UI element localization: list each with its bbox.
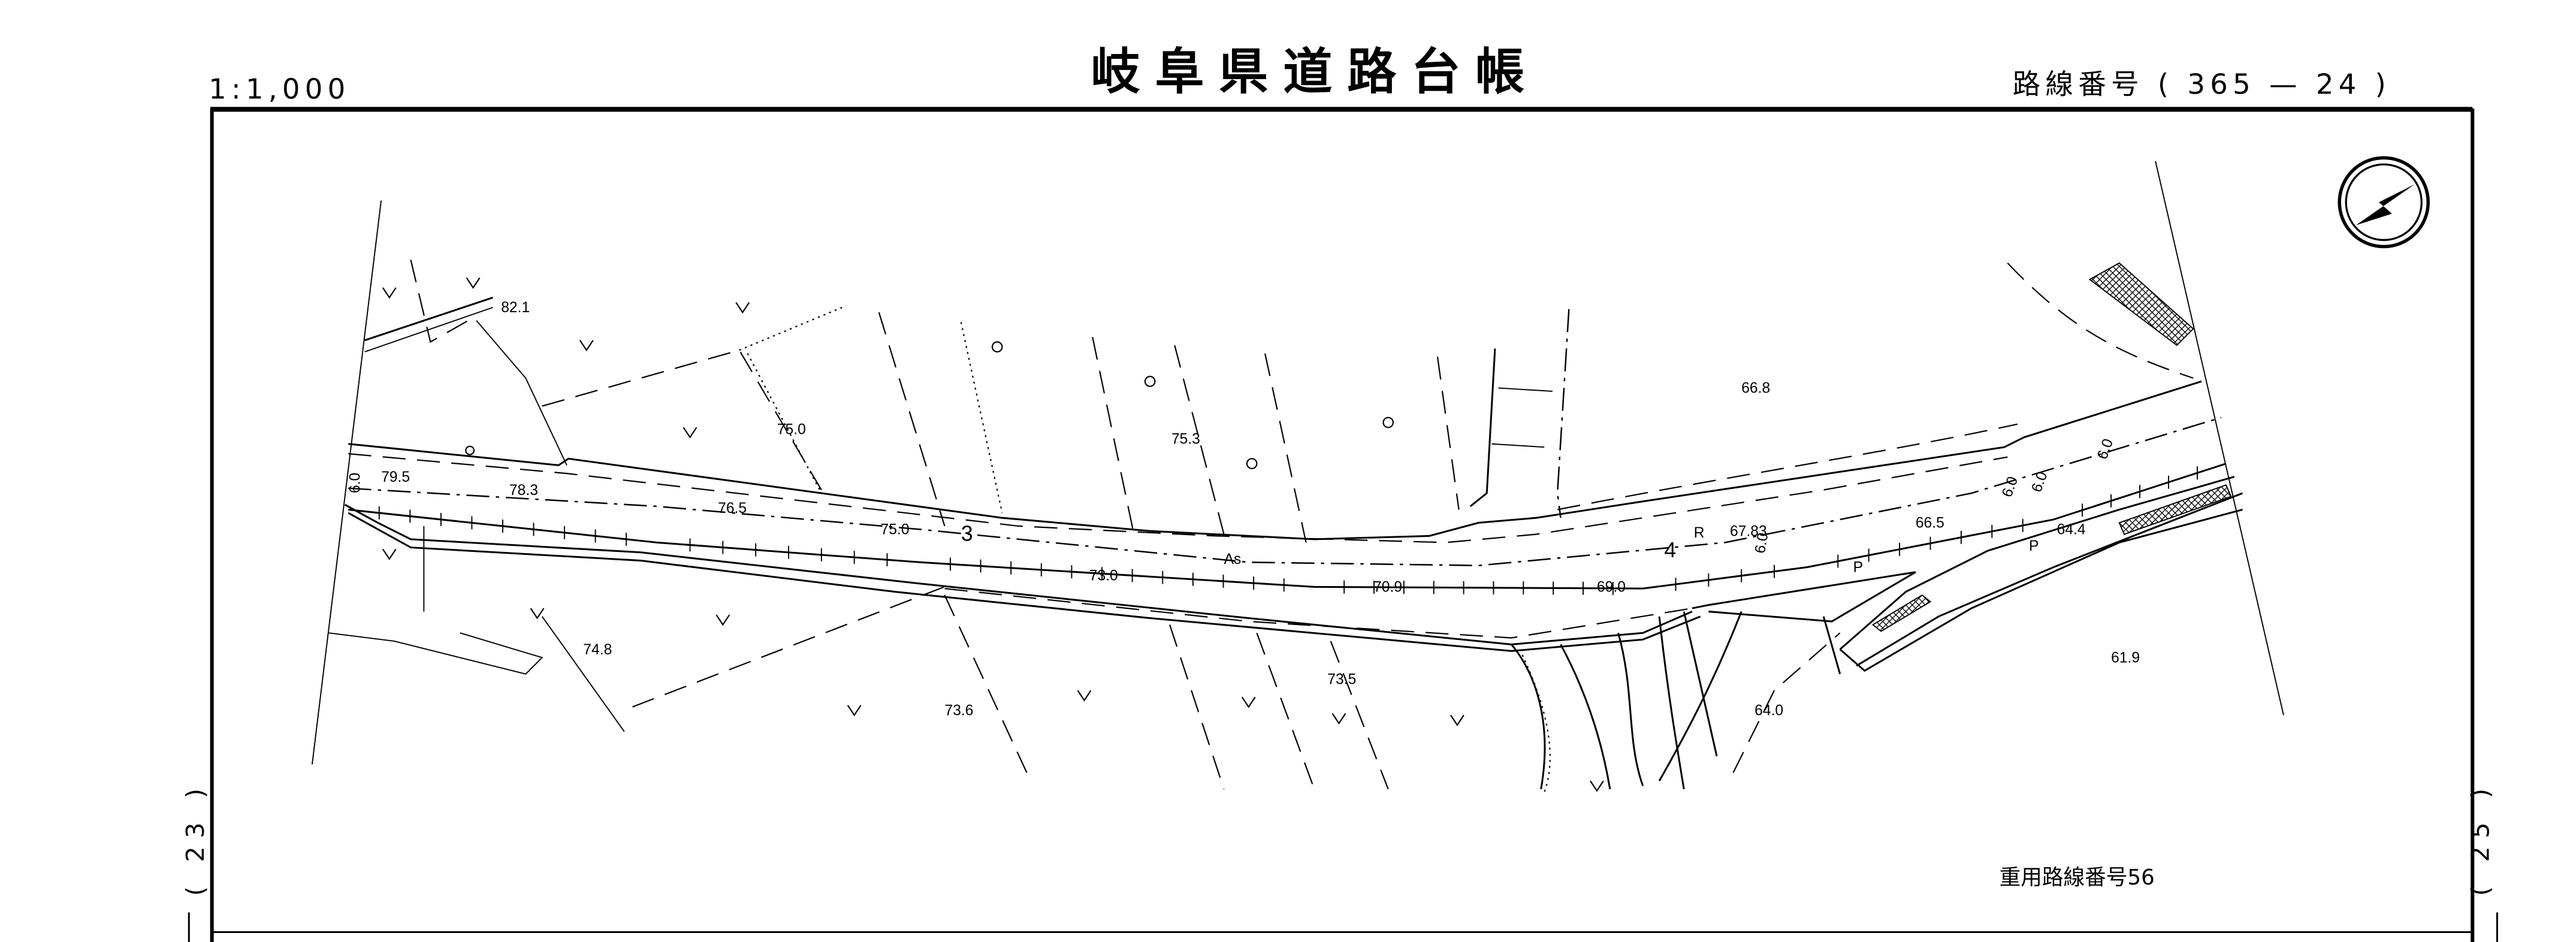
elevation: 78.3 xyxy=(509,482,538,499)
elevation: 64.0 xyxy=(1754,702,1783,718)
grass-symbol-icon xyxy=(1450,714,1464,726)
elevation: 75.3 xyxy=(1171,431,1200,448)
station-number: 4 xyxy=(1664,538,1676,562)
adjacent-sheet-right: ( 25 ) xyxy=(2466,780,2495,896)
grass-symbol-icon xyxy=(530,608,545,620)
elevation: 75.0 xyxy=(777,421,806,437)
elevation: 61.9 xyxy=(2111,650,2140,666)
page-title: 岐阜県道路台帳 xyxy=(1091,44,1539,101)
elevation: 73.0 xyxy=(1089,567,1118,584)
elevation: 76.5 xyxy=(718,500,747,517)
elevation: 74.8 xyxy=(583,642,612,658)
station-number: 3 xyxy=(961,522,973,546)
elevation: 79.5 xyxy=(381,469,410,485)
grass-symbol-icon xyxy=(1590,780,1604,792)
adjacent-sheet-left: ( 23 ) xyxy=(181,780,210,896)
grass-symbol-icon xyxy=(1077,690,1092,702)
grass-symbol-icon xyxy=(1241,696,1256,708)
grass-symbol-icon xyxy=(466,277,481,289)
elevation: 64.4 xyxy=(2057,522,2086,538)
elevation: 73.5 xyxy=(1327,671,1356,687)
marker-p: P xyxy=(1853,560,1863,576)
elevation: 69.0 xyxy=(1597,579,1626,596)
map-drawing xyxy=(311,161,2284,793)
elevation-labels: 82.1 79.5 78.3 76.5 75.0 75.3 75.0 73.0 … xyxy=(381,300,2140,718)
grass-symbol-icon xyxy=(735,302,750,314)
marker-r: R xyxy=(1694,525,1705,541)
elevation: 66.8 xyxy=(1741,381,1770,397)
road-width: 6.0 xyxy=(1752,532,1772,554)
road-width: 6.0 xyxy=(347,473,363,493)
route-number: 路線番号 ( 365 — 24 ) xyxy=(2013,68,2391,100)
pavement-type: As xyxy=(1224,551,1242,567)
elevation: 82.1 xyxy=(501,300,530,316)
grass-symbol-icon xyxy=(579,340,594,352)
elevation: 67.83 xyxy=(1730,523,1767,539)
road-width: 6.0 xyxy=(2028,470,2050,494)
north-arrow-icon xyxy=(2338,156,2430,249)
grass-symbol-icon xyxy=(382,287,397,299)
elevation: 73.6 xyxy=(944,702,973,718)
shared-route-note: 重用路線番号56 xyxy=(2000,865,2155,890)
grass-symbol-icon xyxy=(382,548,397,560)
grass-symbol-icon xyxy=(1331,713,1346,725)
elevation: 75.0 xyxy=(881,522,910,538)
grass-symbol-icon xyxy=(682,427,697,439)
road-width: 6.0 xyxy=(1999,475,2021,499)
map-frame xyxy=(188,107,2498,942)
elevation: 70.9 xyxy=(1373,579,1402,596)
elevation: 66.5 xyxy=(1916,515,1944,532)
marker-p: P xyxy=(2029,538,2039,554)
scale-label: 1:1,000 xyxy=(209,73,350,105)
road-width: 6.0 xyxy=(2094,437,2116,461)
grass-symbol-icon xyxy=(847,705,862,717)
grass-symbol-icon xyxy=(715,614,730,626)
